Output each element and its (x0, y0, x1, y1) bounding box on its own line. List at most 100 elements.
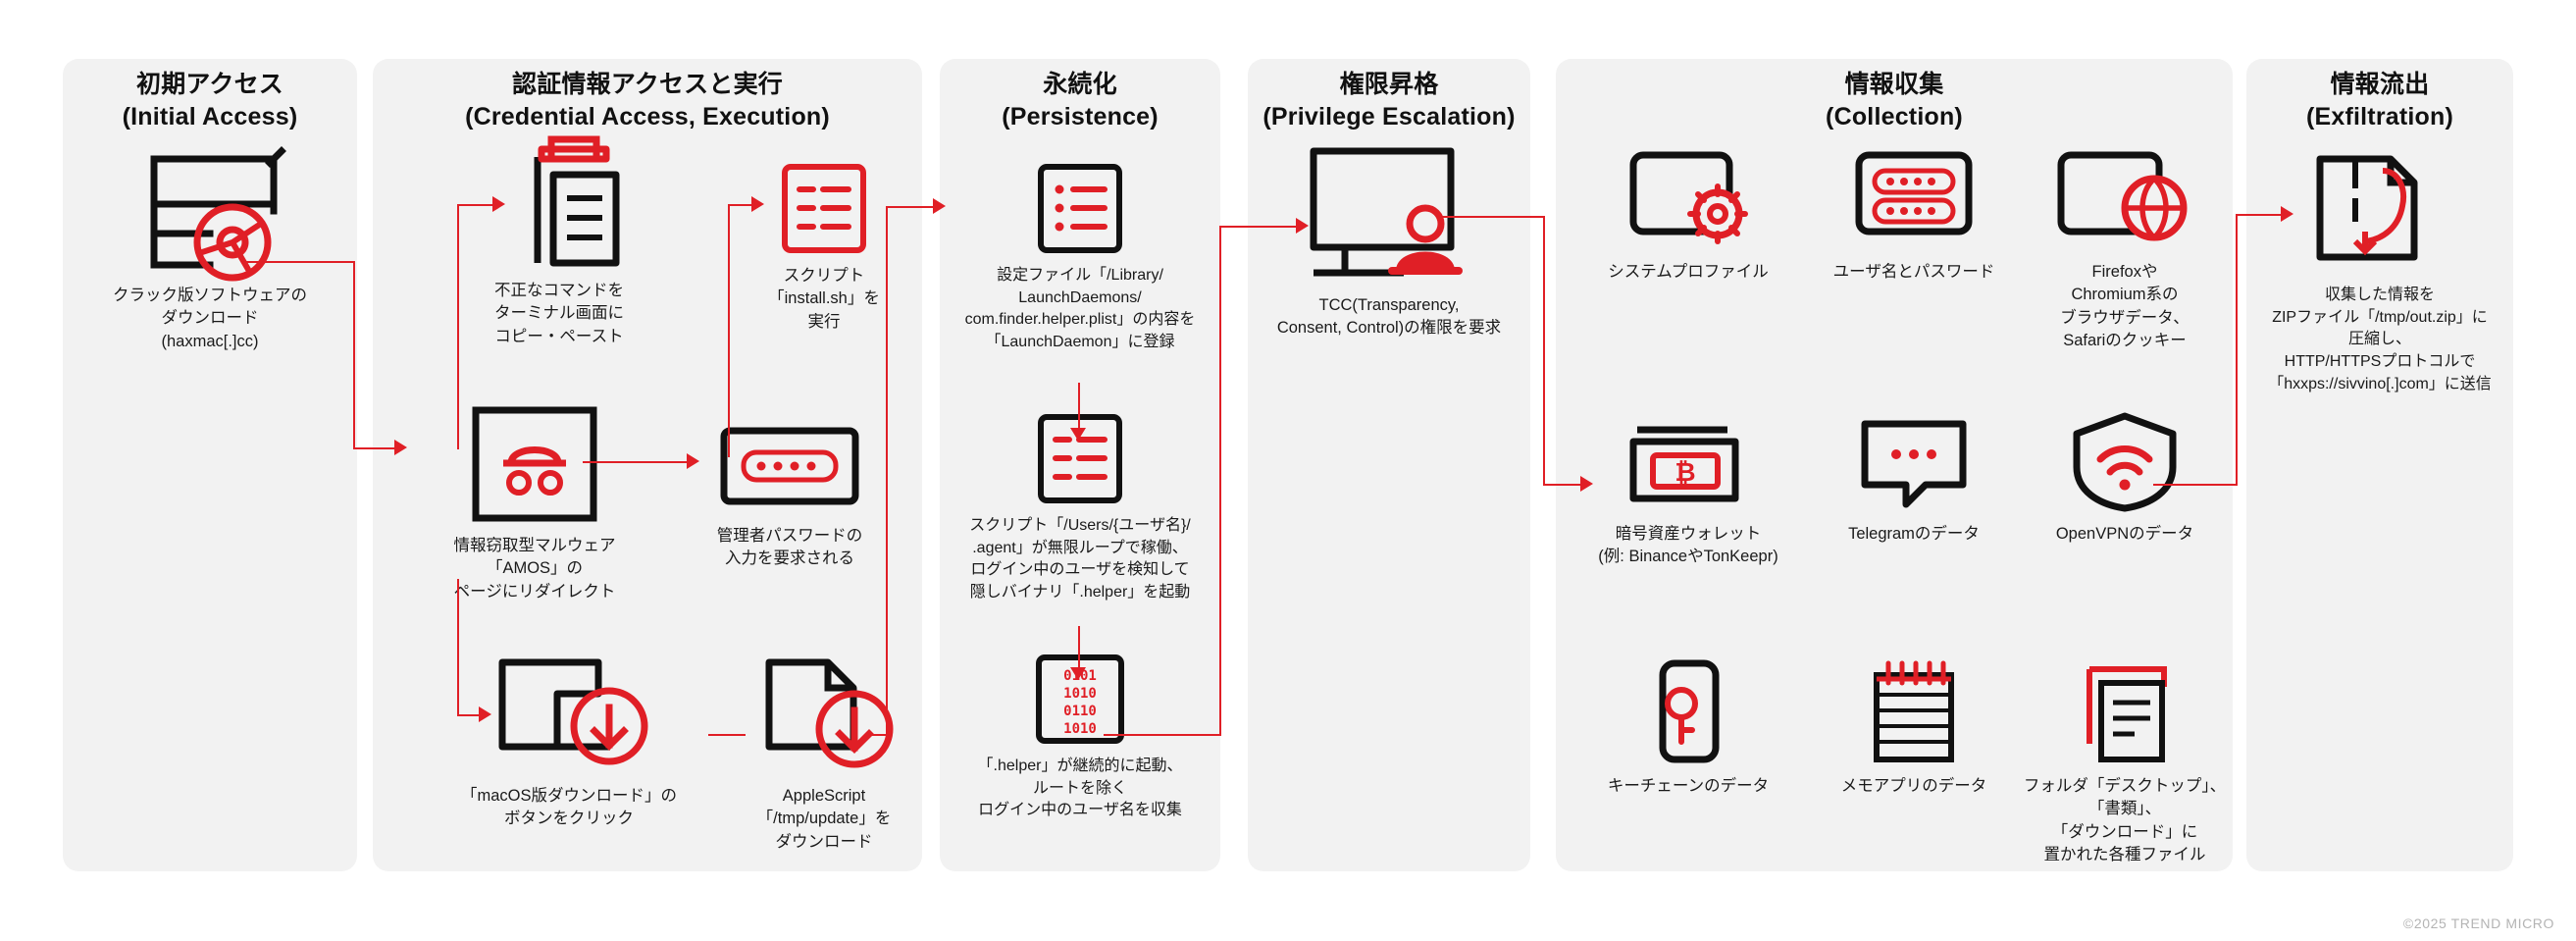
node-usernames-passwords: ユーザ名とパスワード (1801, 145, 2027, 284)
connector-7-v (886, 206, 889, 736)
connector-4-h1 (457, 204, 494, 207)
node-caption: 収集した情報を ZIPファイル「/tmp/out.zip」に 圧縮し、 HTTP… (2268, 287, 2492, 392)
panel-title-ja: 権限昇格 (1339, 71, 1439, 98)
panel-title-exfiltration: 情報流出 (Exfiltration) (2246, 69, 2513, 133)
node-caption: スクリプト 「install.sh」を 実行 (768, 267, 880, 331)
panel-privilege-escalation (1248, 59, 1530, 871)
panel-title-en: (Privilege Escalation) (1262, 103, 1516, 131)
connector-11-h2 (1543, 484, 1582, 487)
password-field-icon (716, 417, 863, 515)
node-caption: 情報窃取型マルウェア 「AMOS」の ページにリダイレクト (453, 537, 616, 601)
panel-title-ja: 認証情報アクセスと実行 (512, 71, 783, 98)
connector-5-arrow (687, 453, 699, 469)
node-request-tcc-permission: TCC(Transparency, Consent, Control)の権限を要… (1238, 137, 1540, 340)
node-crypto-wallet: ₿ 暗号資産ウォレット (例: BinanceやTonKeepr) (1575, 410, 1801, 569)
node-run-install-sh: スクリプト 「install.sh」を 実行 (741, 162, 907, 334)
documents-stack-icon (2056, 657, 2193, 765)
panel-title-en: (Persistence) (1002, 103, 1159, 131)
connector-10-arrow (1296, 218, 1309, 234)
copyright-notice: ©2025 TREND MICRO (2402, 915, 2554, 931)
node-caption: AppleScript 「/tmp/update」を ダウンロード (756, 787, 892, 851)
browser-window-disc-icon (127, 137, 293, 282)
node-redirect-amos-page: 情報窃取型マルウェア 「AMOS」の ページにリダイレクト (387, 402, 682, 603)
connector-6-arrow (751, 196, 764, 212)
node-caption: キーチェーンのデータ (1607, 777, 1770, 795)
malware-mask-browser-icon (446, 402, 623, 525)
connector-6-v (728, 204, 731, 457)
node-caption: TCC(Transparency, Consent, Control)の権限を要… (1276, 296, 1502, 338)
svg-text:0110: 0110 (1063, 704, 1097, 719)
connector-4-arrow (492, 196, 505, 212)
connector-7-arrow (933, 198, 946, 214)
panel-title-persistence: 永続化 (Persistence) (940, 69, 1220, 133)
svg-text:1010: 1010 (1063, 686, 1097, 702)
panel-title-credential-access: 認証情報アクセスと実行 (Credential Access, Executio… (373, 69, 922, 133)
node-folder-files: フォルダ「デスクトップ」、 「書類」、 「ダウンロード」に 置かれた各種ファイル (2019, 657, 2231, 867)
plist-list-icon (1036, 162, 1124, 255)
connector-2-h (457, 714, 481, 717)
node-caption: ユーザ名とパスワード (1832, 263, 1995, 281)
panel-title-ja: 永続化 (1043, 71, 1117, 98)
connector-2-v (457, 579, 460, 716)
node-caption: クラック版ソフトウェアの ダウンロード (haxmac[.]cc) (113, 287, 307, 350)
panel-credential-access-execution (373, 59, 922, 871)
panel-title-privilege-escalation: 権限昇格 (Privilege Escalation) (1248, 69, 1530, 133)
panel-exfiltration (2246, 59, 2513, 871)
connector-9-arrow (1070, 667, 1086, 680)
connector-3-h (708, 734, 746, 737)
cursor-download-icon (481, 653, 657, 775)
notepad-icon (1845, 657, 1983, 765)
node-caption: システムプロファイル (1608, 263, 1769, 281)
node-notes-app-data: メモアプリのデータ (1801, 657, 2027, 798)
shield-wifi-icon (2061, 410, 2189, 513)
node-copy-paste-command: 不正なコマンドを ターミナル画面に コピー・ペースト (437, 135, 682, 348)
connector-8-v (1078, 383, 1081, 432)
panel-title-initial-access: 初期アクセス (Initial Access) (63, 69, 357, 133)
panel-title-ja: 情報収集 (1844, 71, 1944, 98)
connector-10-v (1219, 226, 1222, 736)
node-keychain-data: キーチェーンのデータ (1575, 657, 1801, 798)
node-click-macos-download: 「macOS版ダウンロード」の ボタンをクリック (427, 653, 711, 831)
panel-title-en: (Exfiltration) (2305, 103, 2454, 131)
node-agent-loop-script: スクリプト「/Users/{ユーザ名}/ .agent」が無限ループで稼働、 ロ… (925, 412, 1235, 604)
panel-title-ja: 情報流出 (2330, 71, 2430, 98)
node-helper-collect-usernames: 0101 1010 0110 1010 「.helper」が継続的に起動、 ルー… (930, 653, 1230, 822)
node-browser-data: Firefoxや Chromium系の ブラウザデータ、 Safariのクッキー (2027, 145, 2223, 353)
node-caption: 設定ファイル「/Library/ LaunchDaemons/ com.find… (964, 267, 1196, 351)
node-caption: メモアプリのデータ (1840, 777, 1987, 795)
connector-8-arrow (1070, 428, 1086, 441)
panel-title-en: (Initial Access) (122, 103, 298, 131)
terminal-script-icon (780, 162, 868, 255)
node-caption: 不正なコマンドを ターミナル画面に コピー・ペースト (494, 282, 624, 345)
connector-11-arrow (1580, 476, 1593, 492)
connector-12-arrow (2281, 206, 2293, 222)
node-caption: 「.helper」が継続的に起動、 ルートを除く ログイン中のユーザ名を収集 (977, 758, 1183, 819)
node-system-profile: システムプロファイル (1575, 145, 1801, 284)
node-caption: 管理者パスワードの 入力を要求される (716, 527, 863, 568)
node-caption: スクリプト「/Users/{ユーザ名}/ .agent」が無限ループで稼働、 ロ… (969, 517, 1191, 601)
connector-1-v (353, 261, 356, 447)
node-zip-and-upload: 収集した情報を ZIPファイル「/tmp/out.zip」に 圧縮し、 HTTP… (2241, 137, 2519, 396)
svg-text:₿: ₿ (1674, 458, 1695, 488)
credentials-icon (1845, 145, 1983, 251)
panel-title-en: (Credential Access, Execution) (465, 103, 830, 131)
connector-1-h2 (353, 447, 396, 450)
node-caption: 「macOS版ダウンロード」の ボタンをクリック (460, 787, 677, 828)
connector-2-arrow (479, 706, 491, 722)
panel-title-collection: 情報収集 (Collection) (1556, 69, 2233, 133)
node-download-applescript: AppleScript 「/tmp/update」を ダウンロード (726, 653, 922, 854)
node-caption: Telegramのデータ (1848, 525, 1980, 543)
panel-title-en: (Collection) (1826, 103, 1963, 131)
svg-text:1010: 1010 (1063, 721, 1097, 737)
connector-12-h2 (2236, 214, 2283, 217)
connector-1-h1 (243, 261, 355, 264)
panel-title-ja: 初期アクセス (136, 71, 283, 98)
connector-12-v (2236, 214, 2239, 486)
node-caption: Firefoxや Chromium系の ブラウザデータ、 Safariのクッキー (2060, 263, 2190, 350)
browser-globe-icon (2051, 145, 2198, 251)
node-admin-password-prompt: 管理者パスワードの 入力を要求される (667, 417, 912, 571)
file-download-icon (746, 653, 902, 775)
connector-9-v (1078, 626, 1081, 671)
node-caption: 暗号資産ウォレット (例: BinanceやTonKeepr) (1598, 525, 1778, 566)
